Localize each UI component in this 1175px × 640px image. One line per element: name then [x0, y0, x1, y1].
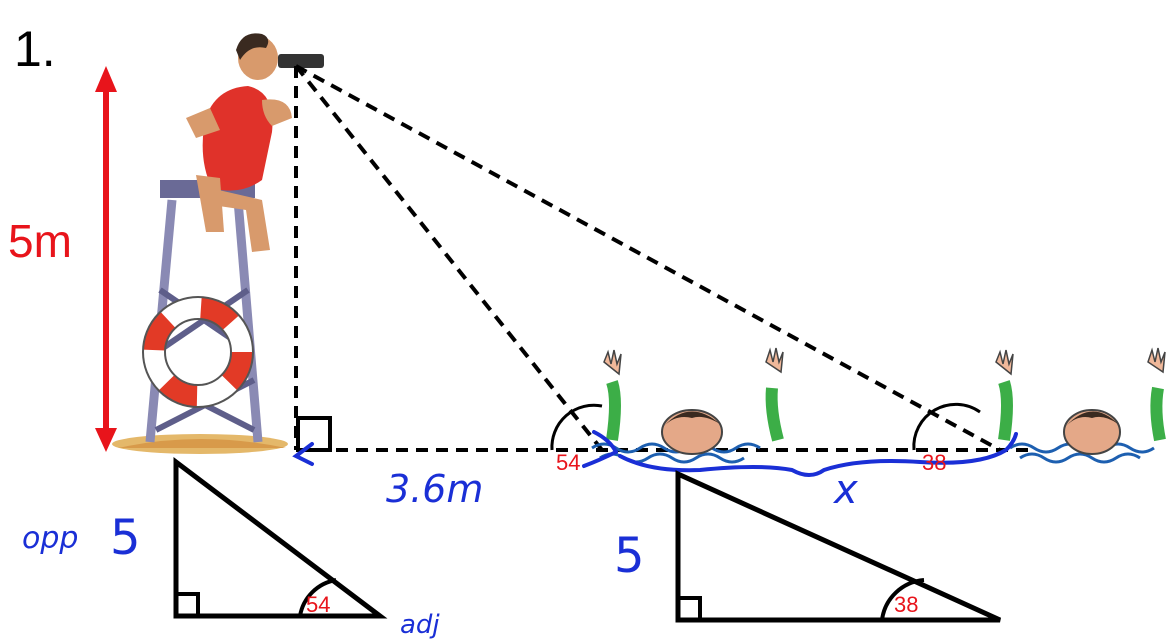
bottom-fragment-label: adj — [400, 610, 440, 640]
angle-label-small-triangle: 54 — [306, 592, 331, 617]
opp-label: opp — [22, 521, 79, 556]
distance-label: 3.6m — [386, 467, 484, 511]
brace-line — [582, 432, 1018, 477]
angle-label-near: 54 — [556, 450, 581, 475]
unknown-x-label: x — [834, 467, 858, 513]
angle-arc-38 — [912, 402, 981, 451]
angle-arc-54 — [550, 403, 603, 451]
swimmer-near-illustration — [603, 347, 784, 455]
small-side-label: 5 — [110, 510, 141, 566]
angle-label-large-triangle: 38 — [894, 592, 919, 617]
height-arrow — [95, 66, 117, 452]
large-side-label: 5 — [614, 528, 645, 584]
small-triangle — [173, 456, 388, 619]
arrow-near-swimmer — [592, 430, 618, 454]
handwritten-marks — [292, 430, 1018, 477]
question-number: 1. — [14, 21, 56, 77]
lifeguard-illustration — [112, 33, 324, 454]
arrow-to-tower-base — [292, 442, 314, 466]
height-label: 5m — [8, 215, 72, 267]
right-angle-marker — [296, 416, 332, 452]
swimmer-far-illustration — [995, 347, 1166, 455]
angle-label-far: 38 — [922, 450, 947, 475]
sight-line-near — [294, 64, 604, 452]
large-triangle — [675, 470, 1002, 623]
sight-line-far — [295, 64, 1001, 452]
